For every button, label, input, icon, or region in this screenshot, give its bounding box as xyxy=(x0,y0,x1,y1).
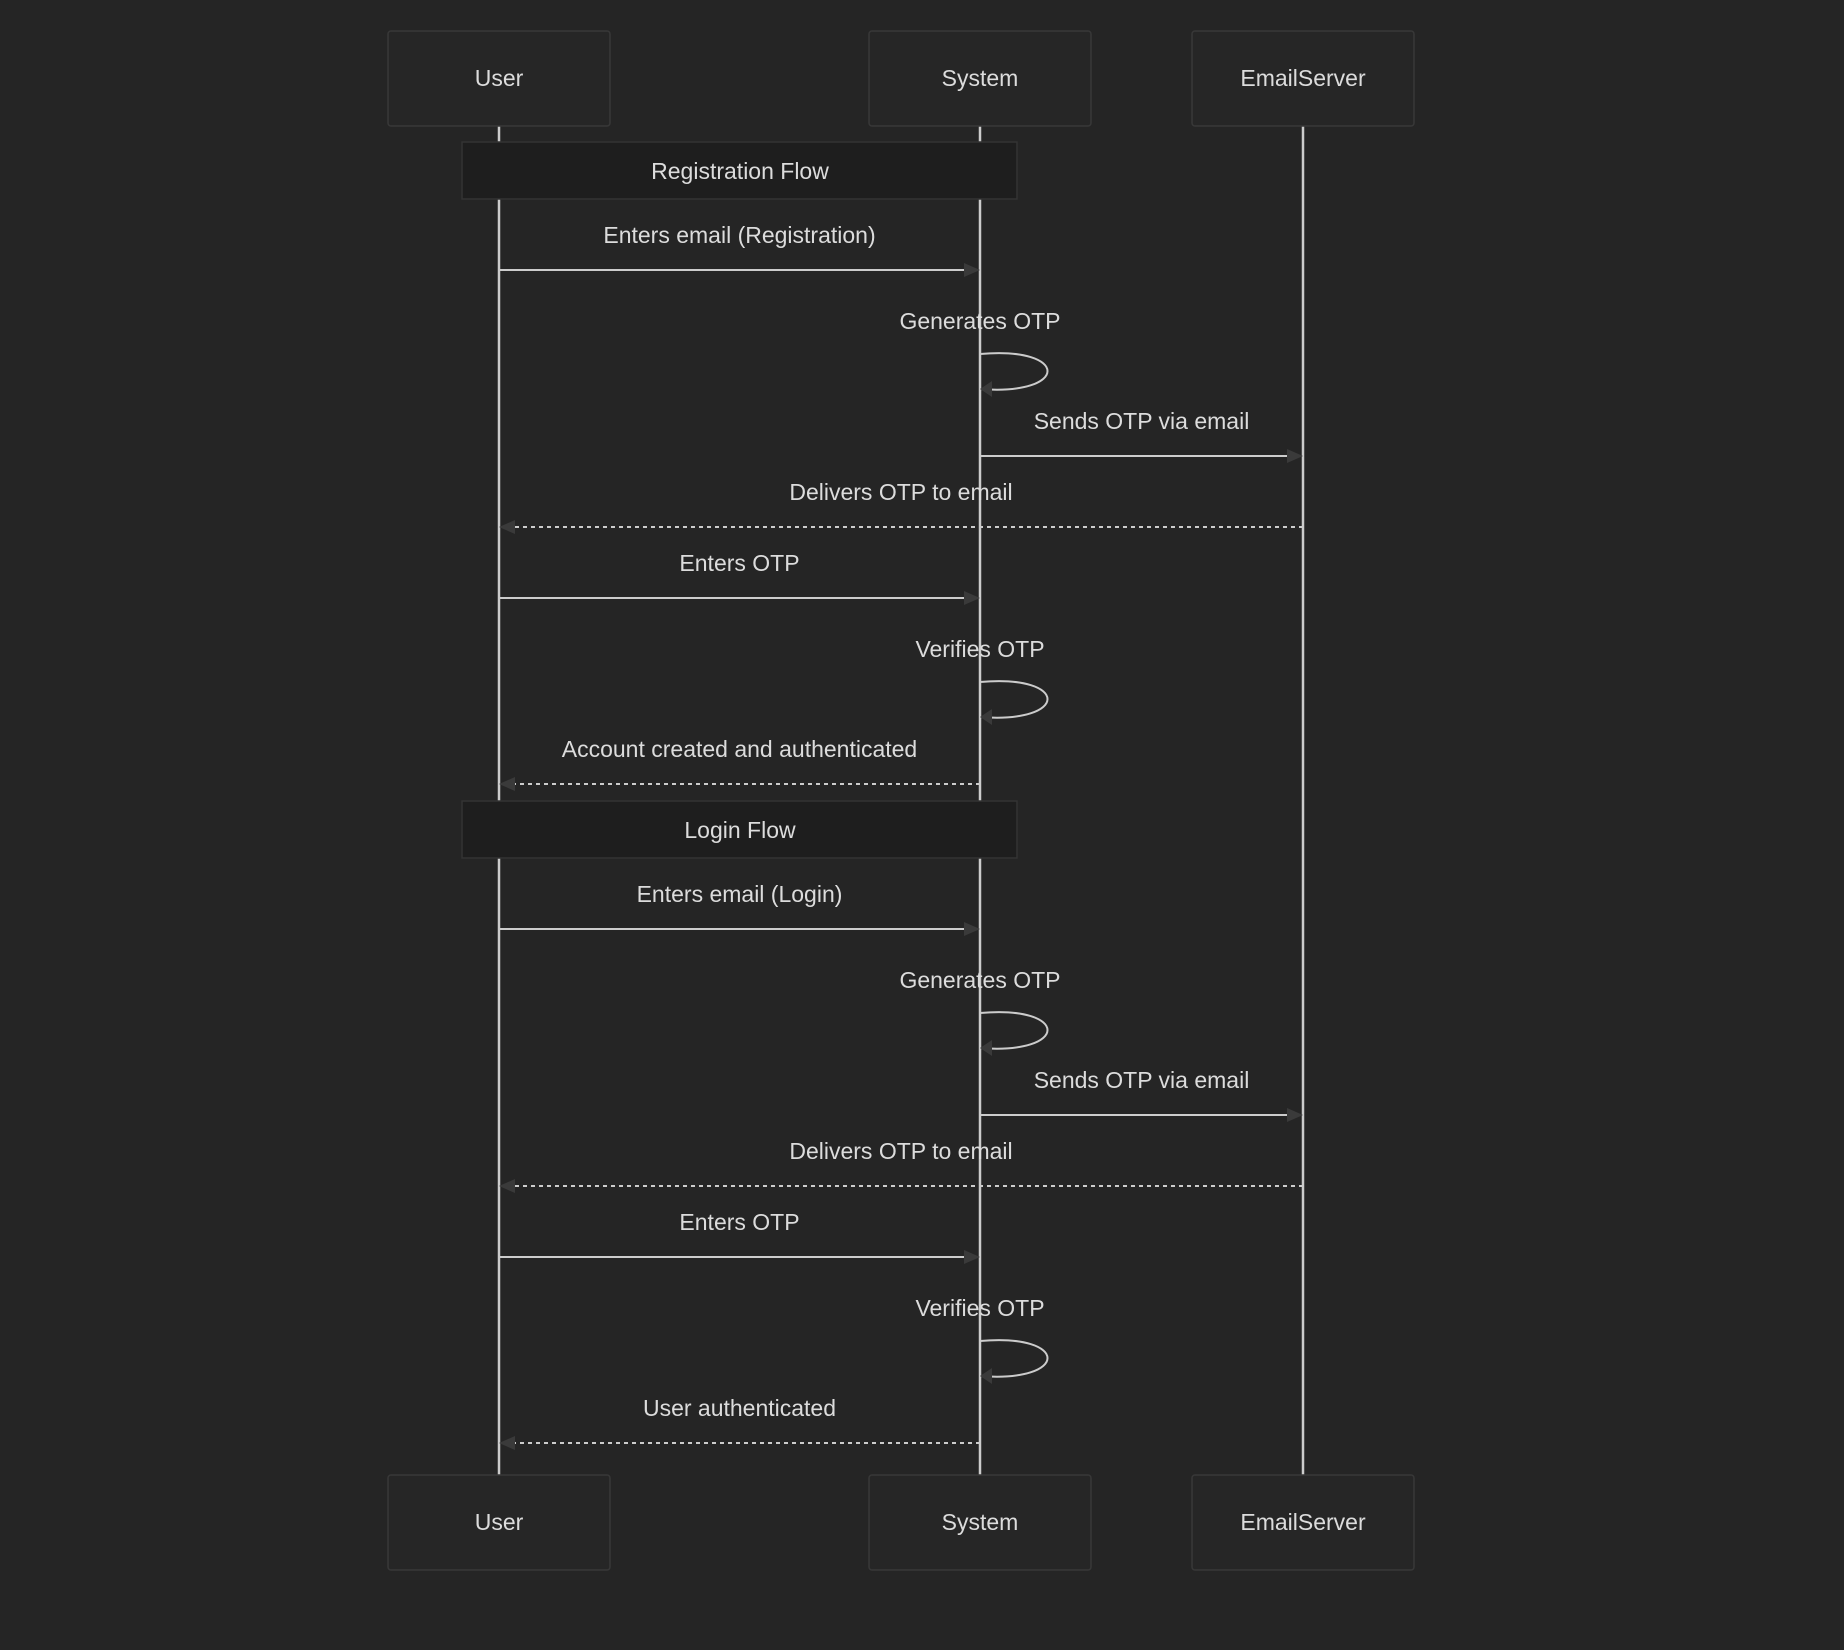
message-label: Account created and authenticated xyxy=(562,736,917,762)
arrowhead xyxy=(980,381,992,397)
arrowhead xyxy=(1287,449,1303,463)
participant-box-email-top xyxy=(1191,30,1415,127)
arrowhead xyxy=(499,1436,515,1450)
participant-box-system-top xyxy=(868,30,1092,127)
arrowhead xyxy=(499,777,515,791)
participant-label: System xyxy=(942,65,1019,91)
arrowhead xyxy=(499,1179,515,1193)
participant-label: EmailServer xyxy=(1240,65,1366,91)
section-note xyxy=(461,800,1018,859)
participant-box-system-bottom xyxy=(868,1474,1092,1571)
message-label: Verifies OTP xyxy=(915,1295,1044,1321)
message-label: Delivers OTP to email xyxy=(789,479,1012,505)
message-label: Delivers OTP to email xyxy=(789,1138,1012,1164)
section-note xyxy=(461,141,1018,200)
arrowhead xyxy=(1287,1108,1303,1122)
section-label: Registration Flow xyxy=(651,158,829,184)
self-message-loop xyxy=(979,352,1049,391)
arrowhead xyxy=(964,1250,980,1264)
self-message-loop xyxy=(979,1339,1049,1378)
message-label: Verifies OTP xyxy=(915,636,1044,662)
message-label: Enters email (Login) xyxy=(637,881,843,907)
arrowhead xyxy=(964,922,980,936)
message-label: Generates OTP xyxy=(899,967,1060,993)
message-label: Generates OTP xyxy=(899,308,1060,334)
arrowhead xyxy=(964,591,980,605)
message-label: User authenticated xyxy=(643,1395,836,1421)
arrowhead xyxy=(964,263,980,277)
arrowhead xyxy=(980,1368,992,1384)
participant-box-user-top xyxy=(387,30,611,127)
participant-label: EmailServer xyxy=(1240,1509,1366,1535)
arrowhead xyxy=(980,709,992,725)
message-label: Sends OTP via email xyxy=(1034,408,1250,434)
message-label: Sends OTP via email xyxy=(1034,1067,1250,1093)
participant-box-email-bottom xyxy=(1191,1474,1415,1571)
arrowhead xyxy=(980,1040,992,1056)
self-message-loop xyxy=(979,680,1049,719)
message-label: Enters OTP xyxy=(679,550,799,576)
message-label: Enters email (Registration) xyxy=(603,222,875,248)
participant-box-user-bottom xyxy=(387,1474,611,1571)
participant-label: User xyxy=(475,1509,524,1535)
self-message-loop xyxy=(979,1011,1049,1050)
arrowhead xyxy=(499,520,515,534)
participant-label: System xyxy=(942,1509,1019,1535)
participant-label: User xyxy=(475,65,524,91)
section-label: Login Flow xyxy=(684,817,796,843)
message-label: Enters OTP xyxy=(679,1209,799,1235)
